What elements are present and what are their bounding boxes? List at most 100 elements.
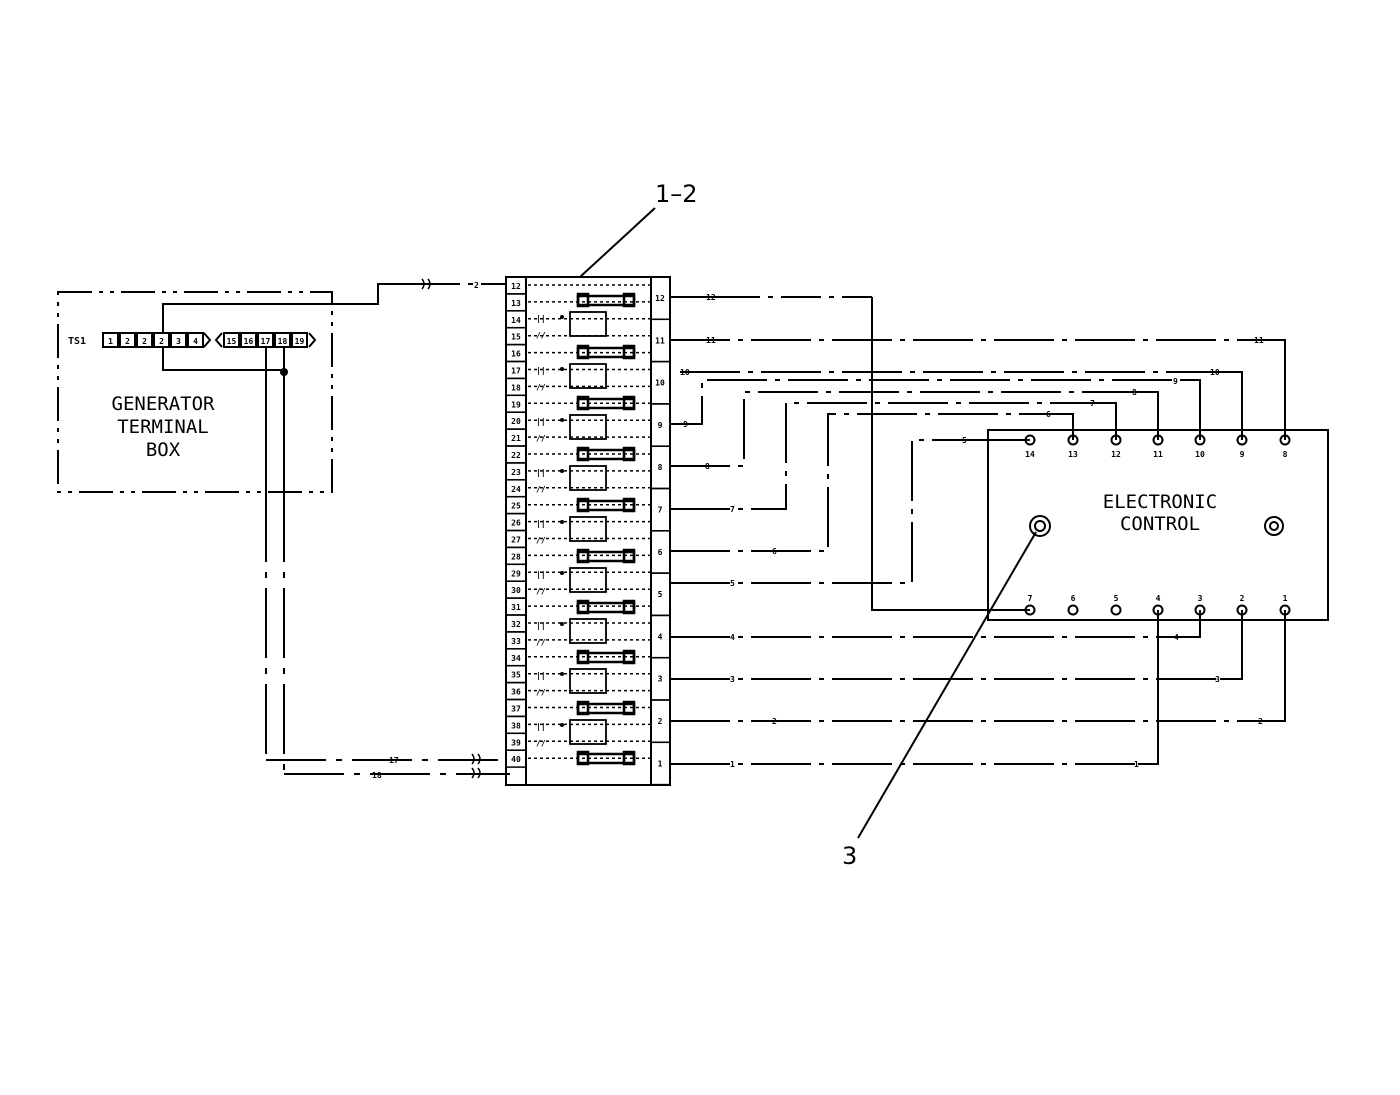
strip-left-cell-label: 14 bbox=[511, 316, 521, 325]
mounting-stud-right bbox=[1264, 516, 1284, 536]
control-bottom-pin-label: 7 bbox=[1028, 594, 1033, 603]
relay-contact-end bbox=[622, 292, 636, 308]
relay-coil bbox=[569, 311, 607, 337]
wire-label-6: 6 bbox=[772, 547, 777, 556]
relay-contact-end bbox=[622, 548, 636, 564]
relay-dot bbox=[560, 418, 564, 422]
relay-symbol: // bbox=[536, 638, 546, 647]
strip-left-cell-label: 25 bbox=[511, 502, 521, 511]
mounting-stud-left bbox=[1029, 515, 1051, 537]
ts-right-cell bbox=[240, 332, 257, 348]
relay-symbol: // bbox=[536, 536, 546, 545]
wire-label-4-end: 4 bbox=[1174, 633, 1179, 642]
relay-symbol: || bbox=[536, 314, 546, 323]
relay-contact-end bbox=[576, 548, 590, 564]
wire-label-10: 10 bbox=[680, 368, 690, 377]
relay-contact-end bbox=[622, 750, 636, 766]
wire-label-2-top: 2 bbox=[474, 281, 479, 290]
strip-left-cell-label: 40 bbox=[511, 755, 521, 764]
strip-left-cell-label: 38 bbox=[511, 721, 521, 730]
control-top-pin-label: 12 bbox=[1111, 450, 1121, 459]
relay-dot bbox=[560, 723, 564, 727]
relay-symbol: // bbox=[536, 383, 546, 392]
relay-symbol: || bbox=[536, 570, 546, 579]
wire-label-1: 1 bbox=[730, 760, 735, 769]
relay-coil bbox=[569, 668, 607, 694]
wire-label-9-end: 9 bbox=[1173, 377, 1178, 386]
control-bottom-pin-label: 6 bbox=[1071, 594, 1076, 603]
relay-symbol: // bbox=[536, 434, 546, 443]
relay-contact-end bbox=[576, 344, 590, 360]
wire-label-5: 5 bbox=[730, 579, 735, 588]
ts-left-cell-label: 3 bbox=[176, 337, 181, 346]
control-top-pin-label: 8 bbox=[1283, 450, 1288, 459]
ts-break-right bbox=[214, 332, 223, 348]
control-top-pin-label: 10 bbox=[1195, 450, 1205, 459]
strip-left-cell-label: 17 bbox=[511, 367, 521, 376]
wire-label-8-end: 8 bbox=[1132, 388, 1137, 397]
strip-right-cell-label: 5 bbox=[658, 590, 663, 599]
ts-left-cell-label: 2 bbox=[159, 337, 164, 346]
wire-label-11-end: 11 bbox=[1254, 336, 1264, 345]
relay-contact bbox=[576, 550, 636, 563]
wire-label-1-end: 1 bbox=[1134, 760, 1139, 769]
strip-left-cell-label: 18 bbox=[511, 383, 521, 392]
strip-left-cell-label: 13 bbox=[511, 299, 521, 308]
relay-contact-end bbox=[622, 395, 636, 411]
wire-label-2-end: 2 bbox=[1258, 717, 1263, 726]
control-bottom-pin bbox=[1110, 604, 1122, 616]
ts-left-cell bbox=[170, 332, 187, 348]
relay-contact bbox=[576, 294, 636, 307]
strip-right-cell-label: 10 bbox=[655, 379, 665, 388]
strip-right-cell-label: 6 bbox=[658, 548, 663, 557]
ts-left-cell bbox=[136, 332, 153, 348]
callout-control-label: 3 bbox=[842, 842, 857, 870]
relay-contact bbox=[576, 601, 636, 614]
control-title-line-1: ELECTRONIC bbox=[1103, 491, 1217, 513]
control-top-pin-label: 11 bbox=[1153, 450, 1163, 459]
relay-dot bbox=[560, 571, 564, 575]
strip-left-cell-label: 24 bbox=[511, 485, 521, 494]
ts-left-cell bbox=[187, 332, 204, 348]
strip-right-cell-label: 11 bbox=[655, 336, 665, 345]
relay-coil bbox=[569, 414, 607, 440]
relay-symbol: // bbox=[536, 587, 546, 596]
strip-left-cell bbox=[505, 749, 527, 768]
control-bottom-pin-label: 4 bbox=[1156, 594, 1161, 603]
control-bottom-pin bbox=[1067, 604, 1079, 616]
relay-contact-end bbox=[622, 446, 636, 462]
relay-symbol: || bbox=[536, 417, 546, 426]
strip-left-cell-label: 12 bbox=[511, 282, 521, 291]
control-top-pin-label: 13 bbox=[1068, 450, 1078, 459]
wire-label-12: 12 bbox=[706, 293, 716, 302]
relay-symbol: || bbox=[536, 468, 546, 477]
strip-left-cell-label: 28 bbox=[511, 552, 521, 561]
harness-terminal-strip: 1213141516171819202122232425262728293031… bbox=[505, 276, 671, 786]
strip-left-cell-label: 21 bbox=[511, 434, 521, 443]
relay-contact bbox=[576, 499, 636, 512]
wire-label-7: 7 bbox=[730, 505, 735, 514]
wire-label-6-end: 6 bbox=[1046, 410, 1051, 419]
strip-left-cell-label: 19 bbox=[511, 400, 521, 409]
ts-right-cell-label: 18 bbox=[278, 337, 288, 346]
strip-left-cell-label: 15 bbox=[511, 333, 521, 342]
strip-left-cell-label: 33 bbox=[511, 637, 521, 646]
wire-label-9: 9 bbox=[683, 420, 688, 429]
control-bottom-pin-label: 5 bbox=[1114, 594, 1119, 603]
relay-symbol: || bbox=[536, 519, 546, 528]
ts-right-cell-label: 19 bbox=[295, 337, 305, 346]
ts-left-cell bbox=[119, 332, 136, 348]
ts-right-cell-label: 15 bbox=[227, 337, 237, 346]
control-top-pin-label: 9 bbox=[1240, 450, 1245, 459]
strip-right-cell-label: 8 bbox=[658, 463, 663, 472]
wire-label-17: 17 bbox=[389, 756, 399, 765]
strip-left-cell-label: 34 bbox=[511, 654, 521, 663]
relay-contact-end bbox=[576, 599, 590, 615]
relay-contact-end bbox=[622, 599, 636, 615]
callout-control: 3 bbox=[842, 531, 1037, 870]
relay-contact-end bbox=[576, 446, 590, 462]
strip-left-cell-label: 29 bbox=[511, 569, 521, 578]
